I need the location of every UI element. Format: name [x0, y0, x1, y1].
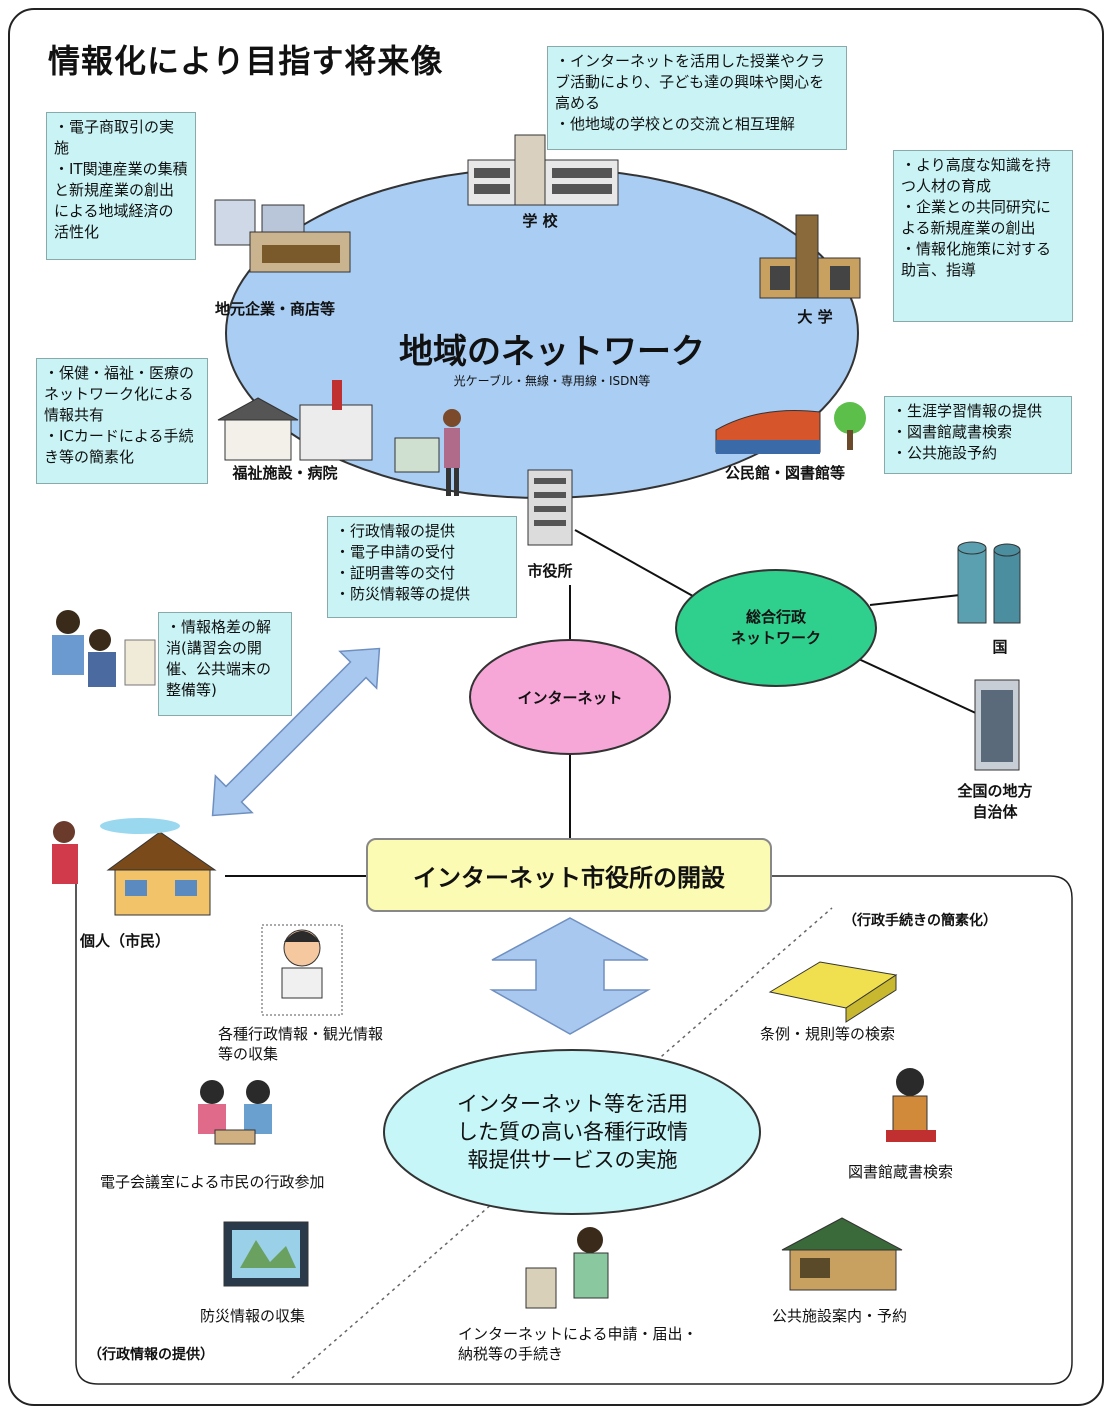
local-government-tower-icon [974, 679, 1020, 771]
page-title: 情報化により目指す将来像 [48, 42, 444, 80]
note-business: ・電子商取引の実施 ・IT関連産業の集積と新規産業の創出による地域経済の活性化 [46, 112, 196, 260]
welfare-building-icon [217, 380, 440, 473]
library-label: 公民館・図書館等 [724, 464, 845, 482]
service-ordinance-search: 条例・規則等の検索 [760, 1025, 896, 1043]
services-panel [75, 875, 1073, 1385]
local-governments-label: 全国の地方 自治体 [957, 782, 1033, 821]
service-ellipse [383, 1049, 761, 1215]
citizen-label: 個人（市民） [80, 932, 171, 950]
internet-label: インターネット [517, 689, 623, 707]
diagram-frame [8, 8, 1104, 1406]
library-building-icon [715, 402, 866, 454]
service-facility-booking: 公共施設案内・予約 [772, 1307, 908, 1325]
note-welfare: ・保健・福祉・医療のネットワーク化による情報共有 ・ICカードによる手続き等の簡… [36, 358, 208, 484]
note-university: ・より高度な知識を持つ人材の育成 ・企業との共同研究による新規産業の創出 ・情報… [893, 150, 1073, 322]
library-reader-icon [886, 1068, 936, 1142]
service-e-meeting: 電子会議室による市民の行政参加 [100, 1173, 325, 1191]
double-arrow-vertical [489, 917, 651, 1035]
ordinance-books-icon [768, 961, 898, 1023]
double-arrow-diagonal [211, 647, 381, 817]
business-label: 地元企業・商店等 [214, 300, 335, 318]
note-digital-divide: ・情報格差の解消(講習会の開催、公共端末の整備等) [158, 612, 292, 716]
center-service-text: インターネット等を活用 した質の高い各種行政情 報提供サービスの実施 [457, 1092, 688, 1172]
service-online-procedures: インターネットによる申請・届出・ 納税等の手続き [458, 1325, 698, 1363]
woman-figure-icon [443, 409, 461, 496]
welfare-label: 福祉施設・病院 [232, 464, 338, 482]
university-label: 大 学 [797, 308, 833, 326]
city-hall-building-icon [527, 469, 573, 546]
country-towers-icon [957, 541, 1021, 624]
city-hall-label: 市役所 [527, 562, 573, 580]
country-label: 国 [992, 638, 1008, 656]
note-school: ・インターネットを活用した授業やクラブ活動により、子ども達の興味や関心を高める … [547, 46, 847, 150]
online-procedures-woman-icon [525, 1227, 609, 1309]
network-subtitle: 光ケーブル・無線・専用線・ISDN等 [453, 374, 651, 388]
note-city-hall: ・行政情報の提供 ・電子申請の受付 ・証明書等の交付 ・防災情報等の提供 [327, 516, 517, 618]
school-label: 学 校 [522, 212, 558, 230]
line-admin-country [869, 594, 961, 606]
internet-city-hall-banner: インターネット市役所の開設 [366, 838, 772, 912]
school-building-icon [467, 134, 619, 206]
network-title: 地域のネットワーク [399, 332, 705, 372]
admin-network-ellipse [675, 569, 877, 687]
consultation-people-icon [52, 610, 156, 687]
citizen-house-icon [52, 818, 217, 916]
line-admin-localgov [849, 654, 981, 716]
child-reading-icon [261, 924, 343, 1016]
note-library: ・生涯学習情報の提供 ・図書館蔵書検索 ・公共施設予約 [884, 396, 1072, 474]
internet-ellipse [469, 639, 671, 755]
business-building-icon [214, 199, 351, 273]
disaster-info-screen-icon [223, 1221, 309, 1287]
service-library-search: 図書館蔵書検索 [848, 1163, 954, 1181]
section-information: （行政情報の提供） [88, 1347, 214, 1363]
section-procedures: （行政手続きの簡素化） [843, 913, 997, 929]
university-building-icon [759, 214, 861, 299]
admin-network-label: 総合行政 ネットワーク [730, 608, 821, 647]
line-cityhall-admin [574, 529, 701, 601]
service-disaster-info: 防災情報の収集 [200, 1307, 306, 1325]
e-meeting-people-icon [198, 1080, 272, 1145]
public-facility-icon [781, 1217, 903, 1291]
service-info-collection: 各種行政情報・観光情報 等の収集 [218, 1025, 384, 1063]
